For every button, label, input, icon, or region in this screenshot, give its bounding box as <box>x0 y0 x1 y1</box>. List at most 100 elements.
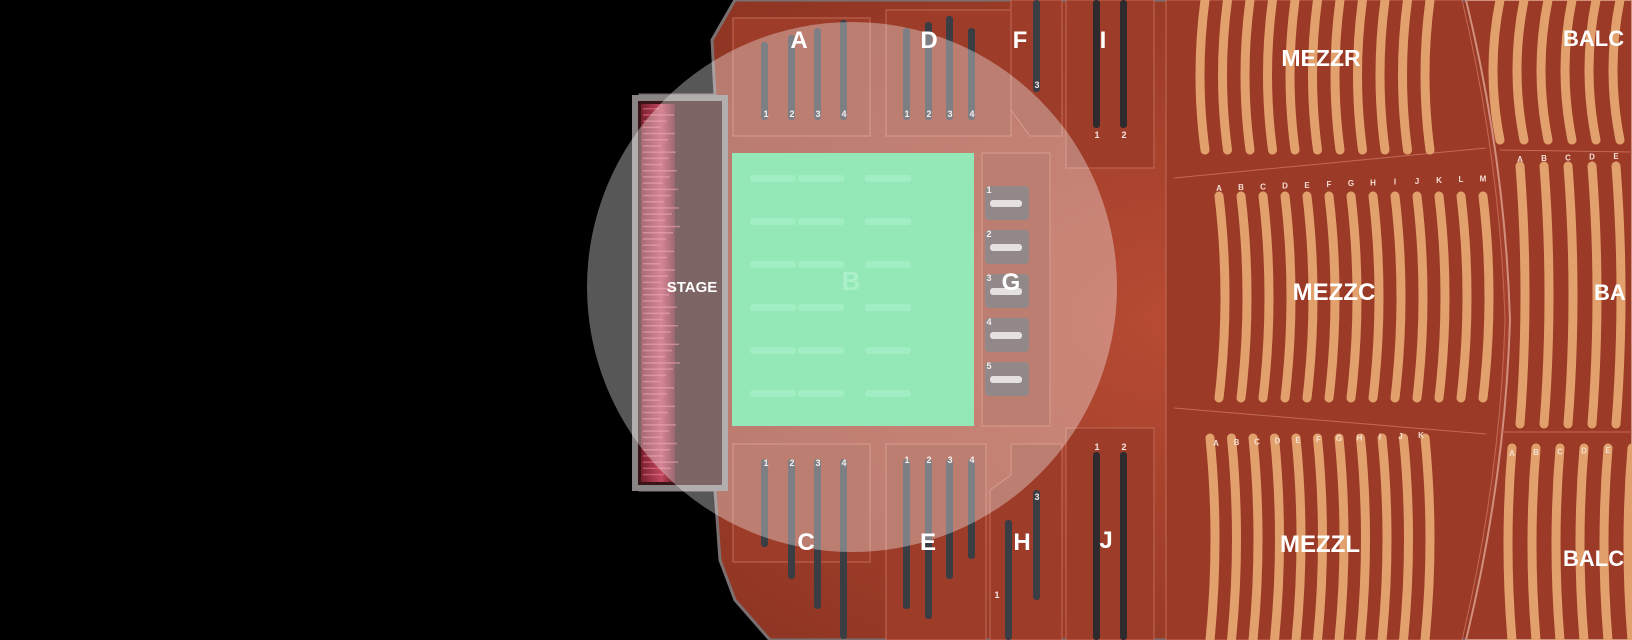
seat-row[interactable] <box>1120 452 1127 640</box>
seat-row[interactable] <box>1611 161 1626 429</box>
seat-row[interactable] <box>750 261 796 268</box>
seat-row[interactable] <box>1390 191 1406 403</box>
seat-row[interactable] <box>865 261 911 268</box>
seat-row[interactable] <box>1587 161 1602 429</box>
section-d[interactable]: 1 2 3 4 D <box>885 9 1012 137</box>
seat-row[interactable] <box>814 28 821 120</box>
seat-row[interactable] <box>1584 0 1601 145</box>
seat-row[interactable] <box>1420 433 1435 640</box>
seat-row[interactable] <box>865 347 911 354</box>
section-h[interactable]: 3 1 H <box>989 443 1063 640</box>
seat-row[interactable] <box>750 347 796 354</box>
section-g[interactable]: 1 2 3 4 5 G <box>981 152 1051 427</box>
seat-row[interactable] <box>1093 0 1100 128</box>
seat-row[interactable] <box>798 304 844 311</box>
seat-row[interactable] <box>865 304 911 311</box>
seat-row[interactable] <box>903 28 910 120</box>
seat-row[interactable] <box>1399 433 1413 640</box>
seat-row[interactable] <box>1302 191 1318 403</box>
seat-row[interactable] <box>1434 191 1450 403</box>
seat-row[interactable] <box>1291 433 1306 640</box>
section-e[interactable]: 1 2 3 4 E <box>885 443 987 640</box>
seat-row[interactable] <box>1270 433 1284 640</box>
seat-row[interactable] <box>1285 0 1300 155</box>
seat-row[interactable] <box>1346 191 1362 403</box>
seat-row[interactable] <box>1120 0 1127 128</box>
seat-row[interactable] <box>1195 0 1210 155</box>
seat-row[interactable] <box>865 390 911 397</box>
seat-row[interactable] <box>865 175 911 182</box>
section-balc-top[interactable]: BALC <box>1488 0 1625 145</box>
seat-row[interactable] <box>1248 433 1263 640</box>
seat-row[interactable] <box>750 175 796 182</box>
section-b[interactable]: B <box>732 153 974 426</box>
seat-row[interactable] <box>798 347 844 354</box>
seat-row[interactable] <box>1560 0 1577 145</box>
seat-row[interactable] <box>788 35 795 120</box>
section-i[interactable]: 1 2 I <box>1065 0 1155 169</box>
seat-row[interactable] <box>1377 433 1392 640</box>
seat-row[interactable] <box>1280 191 1296 403</box>
seat-row[interactable] <box>925 22 932 120</box>
seat-row[interactable] <box>1334 433 1349 640</box>
seat-row[interactable] <box>1205 433 1220 640</box>
seat-row[interactable] <box>1412 191 1428 403</box>
section-mezzr[interactable]: MEZZR <box>1195 0 1435 155</box>
seat-row[interactable] <box>1324 191 1340 403</box>
seat-row[interactable] <box>925 459 932 619</box>
seat-row[interactable] <box>1512 0 1529 145</box>
seat-row[interactable] <box>1398 0 1412 155</box>
section-f[interactable]: 3 F <box>1010 0 1063 137</box>
section-a[interactable]: 1 2 3 4 A <box>732 17 871 137</box>
seat-row[interactable] <box>1375 0 1390 155</box>
seat-row[interactable] <box>1527 443 1541 640</box>
seat-row[interactable] <box>1005 520 1012 640</box>
seat-row[interactable] <box>1420 0 1435 155</box>
seat-row[interactable] <box>1599 443 1613 640</box>
seat-row[interactable] <box>865 218 911 225</box>
seat-row[interactable] <box>1218 0 1232 155</box>
section-c[interactable]: 1 2 3 4 C <box>732 443 871 639</box>
seat-row[interactable] <box>1515 161 1530 429</box>
seat-row[interactable] <box>798 218 844 225</box>
section-j[interactable]: 1 2 J <box>1065 427 1155 640</box>
seat-row[interactable] <box>1536 0 1553 145</box>
seat-row[interactable] <box>1308 0 1322 155</box>
seat-row[interactable] <box>750 218 796 225</box>
seat-row[interactable] <box>750 304 796 311</box>
seat-row[interactable] <box>1236 191 1252 403</box>
seat-row[interactable] <box>1033 490 1040 600</box>
seat-row[interactable] <box>814 459 821 609</box>
seat-row[interactable] <box>840 459 847 639</box>
seat-row[interactable] <box>1456 191 1472 403</box>
seat-row[interactable] <box>1240 0 1255 155</box>
seat-row[interactable] <box>1608 0 1625 145</box>
seat-row[interactable] <box>1227 433 1241 640</box>
seat-row[interactable] <box>1623 443 1632 640</box>
seat-row[interactable] <box>761 42 768 120</box>
seat-row[interactable] <box>1488 0 1505 145</box>
seat-row[interactable] <box>946 16 953 120</box>
seat-row[interactable] <box>1503 443 1517 640</box>
seat-row[interactable] <box>1263 0 1277 155</box>
seat-row[interactable] <box>1356 433 1370 640</box>
seat-row[interactable] <box>946 459 953 579</box>
seat-row[interactable] <box>798 261 844 268</box>
seat-row[interactable] <box>761 459 768 547</box>
seat-row[interactable] <box>1330 0 1345 155</box>
seat-row[interactable] <box>750 390 796 397</box>
seat-row[interactable] <box>1539 161 1554 429</box>
seat-row[interactable] <box>1551 443 1565 640</box>
seat-row[interactable] <box>1353 0 1367 155</box>
seat-row[interactable] <box>1575 443 1589 640</box>
seat-row[interactable] <box>1093 452 1100 640</box>
seat-row[interactable] <box>788 459 795 579</box>
seat-row[interactable] <box>798 390 844 397</box>
seat-row[interactable] <box>1258 191 1274 403</box>
seat-row[interactable] <box>1368 191 1384 403</box>
seat-row[interactable] <box>968 459 975 559</box>
seat-row[interactable] <box>1214 191 1230 403</box>
